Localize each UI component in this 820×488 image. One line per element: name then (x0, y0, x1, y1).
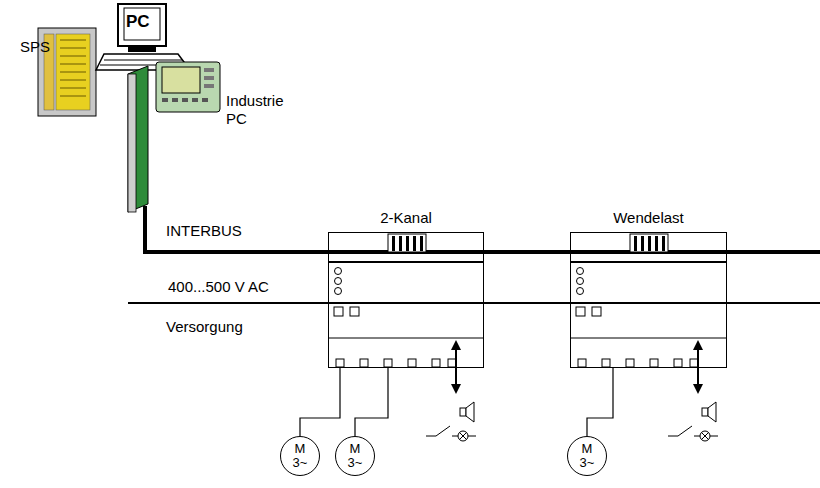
motor-text: M (350, 442, 361, 456)
motor-wire (300, 368, 340, 436)
bus-line (145, 206, 820, 252)
motor-symbol: M3~ (280, 436, 320, 476)
motor-text: 3~ (348, 456, 363, 470)
diagram-label: Versorgung (166, 318, 243, 336)
motor-text: M (582, 442, 593, 456)
module-heading: 2-Kanal (329, 209, 483, 226)
motor-wire (355, 368, 388, 436)
diagram-label: 400...500 V AC (168, 278, 269, 296)
diagram-label: PC (126, 12, 150, 32)
motor-text: 3~ (293, 456, 308, 470)
pc-icon (96, 4, 190, 70)
motor-wire (587, 368, 613, 436)
interbus-module: Wendelast (570, 232, 727, 368)
interface-card (128, 66, 148, 212)
module-detail (328, 234, 727, 441)
interbus-module: 2-Kanal (328, 232, 484, 368)
diagram-label: Industrie PC (226, 92, 306, 128)
diagram-label: SPS (20, 38, 50, 56)
diagram-label: INTERBUS (166, 222, 242, 240)
motor-symbol: M3~ (567, 436, 607, 476)
industrial-pc-icon (156, 62, 220, 112)
motor-symbol: M3~ (335, 436, 375, 476)
module-heading: Wendelast (571, 209, 726, 226)
motor-text: M (295, 442, 306, 456)
supply-line (128, 302, 820, 304)
motor-text: 3~ (580, 456, 595, 470)
